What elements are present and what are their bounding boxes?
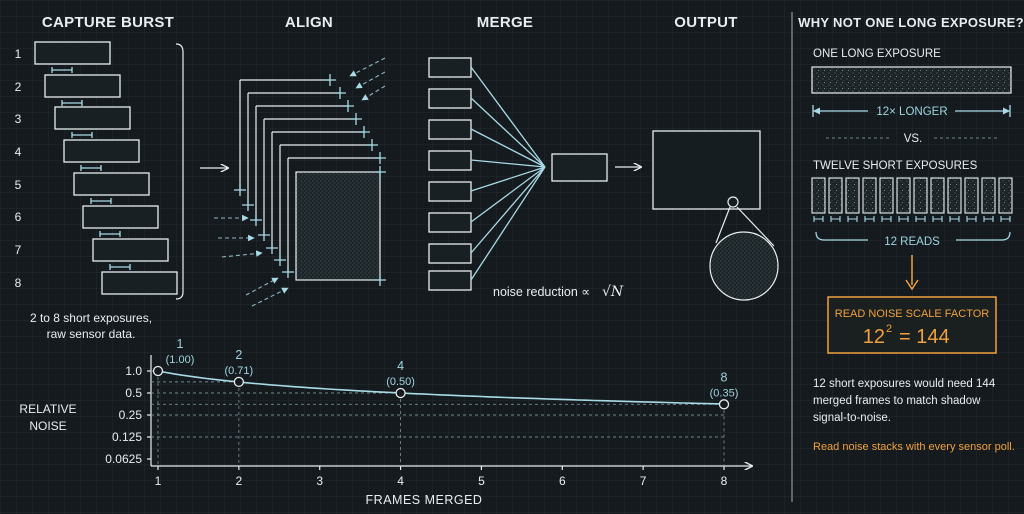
data-point — [395, 387, 406, 399]
output-heading: OUTPUT — [674, 14, 737, 31]
frame-label-1: 1 — [15, 47, 22, 61]
point-frames-label: 8 — [721, 370, 728, 384]
frame-3 — [54, 106, 131, 138]
x-tick-label: 1 — [155, 474, 162, 488]
y-axis-label-line2: NOISE — [29, 419, 66, 433]
frame-label-8: 8 — [15, 276, 22, 290]
merge-lines — [470, 66, 546, 281]
frame-label-7: 7 — [15, 243, 22, 257]
factor-exponent: 2 — [886, 323, 892, 335]
capture-burst-heading: CAPTURE BURST — [42, 14, 174, 31]
align-motion-arrows — [214, 57, 386, 307]
output-zoom-circle — [709, 231, 779, 301]
x-axis-label: FRAMES MERGED — [366, 493, 483, 507]
frame-label-3: 3 — [15, 112, 22, 126]
frame-1 — [34, 41, 111, 73]
align-heading: ALIGN — [285, 14, 333, 31]
why-heading: WHY NOT ONE LONG EXPOSURE? — [798, 15, 1024, 30]
frame-6 — [82, 205, 159, 237]
capture-caption-line1: 2 to 8 short exposures, — [30, 311, 152, 325]
merge-heading: MERGE — [477, 14, 534, 31]
y-axis-label-line1: RELATIVE — [19, 402, 76, 416]
long-exposure-label: ONE LONG EXPOSURE — [813, 48, 941, 60]
short-read-ticks — [813, 216, 1011, 222]
point-frames-label: 2 — [235, 348, 242, 362]
y-tick-label: 1.0 — [125, 364, 142, 378]
align-stack — [234, 74, 386, 286]
explain-line2: merged frames to match shadow — [813, 395, 981, 407]
data-point — [718, 399, 730, 410]
merged-frame — [551, 153, 608, 182]
output-image — [652, 130, 761, 210]
short-exposures-label: TWELVE SHORT EXPOSURES — [813, 160, 978, 172]
zoom-line-right — [736, 206, 775, 247]
x-tick-label: 7 — [640, 474, 647, 488]
vs-label: VS. — [904, 133, 923, 145]
x-tick-label: 6 — [559, 474, 566, 488]
reads-bracket — [815, 231, 1011, 241]
point-frames-label: 1 — [177, 337, 184, 351]
frame-2 — [44, 74, 121, 106]
x-tick-label: 8 — [721, 474, 728, 488]
x-tick-label: 3 — [316, 474, 323, 488]
read-noise-factor-box — [827, 296, 997, 354]
frame-8 — [101, 271, 178, 295]
x-tick-label: 5 — [478, 474, 485, 488]
capture-burst-frames — [34, 41, 178, 295]
factor-base: 12 — [863, 326, 885, 348]
frame-label-6: 6 — [15, 210, 22, 224]
frame-7 — [92, 238, 169, 270]
point-value-label: (0.71) — [224, 365, 253, 377]
aligned-frame — [295, 171, 381, 281]
point-value-label: (0.50) — [386, 376, 415, 388]
y-tick-label: 0.125 — [112, 430, 142, 444]
longer-label: 12× LONGER — [876, 106, 947, 118]
noise-curve — [157, 370, 725, 405]
frame-5 — [73, 172, 150, 204]
reads-label: 12 READS — [884, 236, 940, 248]
reads-arrow-head — [905, 279, 919, 291]
noise-formula-prefix: noise reduction ∝ — [493, 285, 590, 299]
output-zoom-spot — [727, 196, 739, 208]
long-exposure-bar — [811, 66, 1012, 94]
data-point — [233, 376, 245, 388]
y-tick-label: 0.25 — [119, 408, 143, 422]
longer-dimension — [812, 105, 1011, 117]
noise-chart: RELATIVE NOISE FRAMES MERGED 1.0 0.5 0.25 0… — [19, 337, 752, 507]
factor-result: = 144 — [899, 326, 950, 348]
frame-label-4: 4 — [15, 145, 22, 159]
x-tick-label: 2 — [236, 474, 243, 488]
explain-line3: signal-to-noise. — [813, 412, 891, 424]
zoom-line-left — [715, 206, 731, 244]
x-tick-label: 4 — [397, 474, 404, 488]
capture-caption-line2: raw sensor data. — [47, 327, 136, 341]
data-point — [152, 365, 164, 377]
explain-line1: 12 short exposures would need 144 — [813, 378, 996, 390]
frame-label-5: 5 — [15, 178, 22, 192]
frame-label-2: 2 — [15, 80, 22, 94]
capture-bracket — [175, 43, 184, 300]
point-value-label: (1.00) — [166, 354, 195, 366]
noise-formula-sqrt: √N — [602, 284, 624, 300]
merge-inputs — [428, 57, 472, 291]
y-tick-label: 0.5 — [125, 386, 142, 400]
sidebar-note: Read noise stacks with every sensor poll… — [813, 441, 1015, 453]
y-tick-label: 0.0625 — [105, 452, 142, 466]
point-value-label: (0.35) — [710, 387, 739, 399]
frame-number-labels: 1 2 3 4 5 6 7 8 — [15, 47, 22, 290]
read-noise-factor-title: READ NOISE SCALE FACTOR — [835, 308, 990, 320]
point-frames-label: 4 — [397, 359, 404, 373]
short-exposure-bars — [811, 177, 1013, 214]
frame-4 — [63, 139, 140, 171]
